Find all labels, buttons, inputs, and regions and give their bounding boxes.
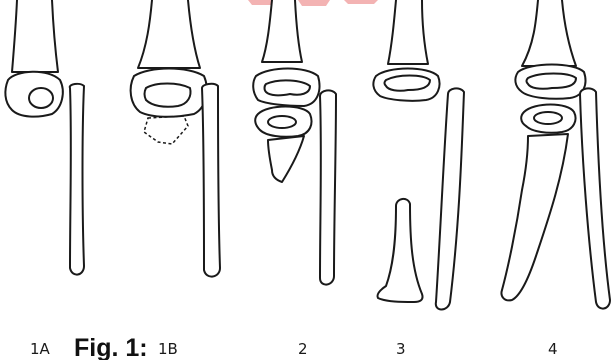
- panel-2-shaft: [262, 0, 302, 62]
- panel-label-1b: 1B: [158, 340, 178, 358]
- panel-4: [501, 0, 610, 309]
- panel-1a-shaft: [12, 0, 58, 72]
- figure-caption: Fig. 1:: [74, 334, 148, 360]
- panel-4-lower-ossification: [534, 112, 562, 124]
- panel-2-distal-wedge: [268, 136, 304, 182]
- panel-3-fibula: [436, 88, 464, 309]
- panel-2: [253, 0, 336, 285]
- panel-1b-fibula: [202, 84, 220, 277]
- panel-1a: [5, 0, 84, 275]
- panel-2-fibula: [320, 90, 336, 284]
- panel-4-shaft: [522, 0, 576, 66]
- panel-label-4: 4: [548, 340, 558, 358]
- panel-2-lower-ossification: [268, 116, 296, 128]
- panel-4-upper-ossification: [527, 74, 577, 89]
- panel-1b-cartilage-outline: [144, 116, 188, 144]
- panel-1a-fibula: [70, 84, 84, 275]
- panel-label-2: 2: [298, 340, 308, 358]
- panel-4-fibula: [580, 88, 610, 308]
- panel-3: [373, 0, 464, 310]
- panel-3-distal-fragment: [377, 199, 422, 302]
- panel-label-3: 3: [396, 340, 406, 358]
- panel-4-tibia-shaft: [501, 134, 568, 300]
- panel-1a-ossification-center: [29, 88, 53, 108]
- panel-label-1a: 1A: [30, 340, 51, 358]
- panel-1b: [131, 0, 220, 277]
- panel-3-shaft: [388, 0, 428, 64]
- panel-1b-shaft: [138, 0, 200, 68]
- banner-fragment: [248, 0, 378, 6]
- panel-3-ossification: [385, 76, 431, 91]
- panel-2-upper-ossification: [265, 80, 311, 95]
- panel-1b-ossification-center: [145, 84, 191, 107]
